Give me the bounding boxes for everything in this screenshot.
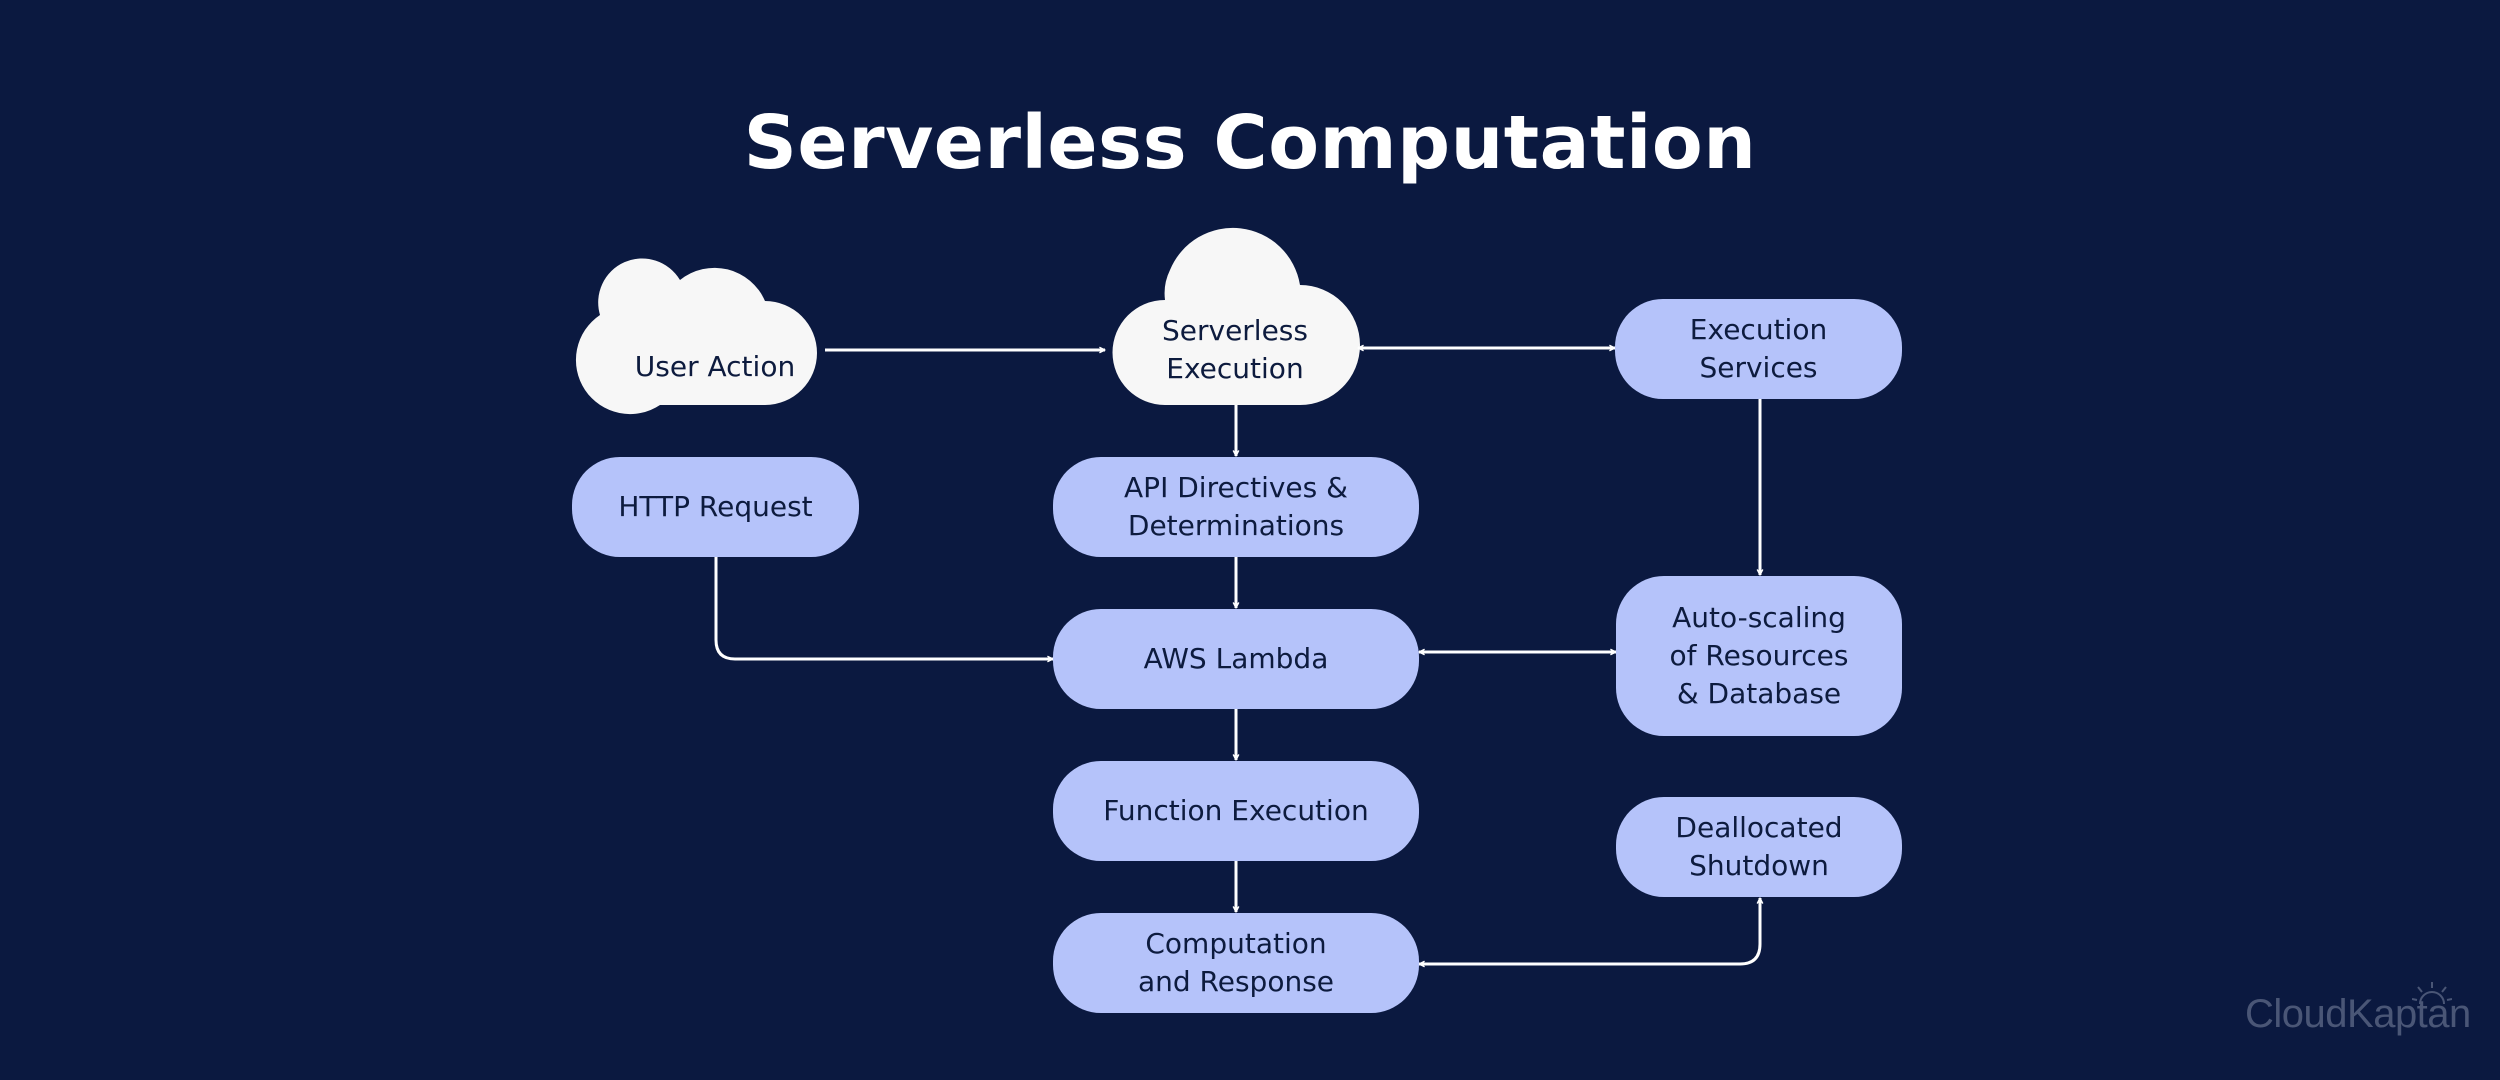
node-aws-lambda: AWS Lambda (1053, 609, 1419, 709)
node-function-execution: Function Execution (1053, 761, 1419, 861)
node-serverless-execution: Serverless Execution (1161, 314, 1308, 385)
node-computation-response: Computation and Response (1053, 913, 1419, 1013)
node-deallocated-shutdown: Deallocated Shutdown (1616, 797, 1902, 897)
connector-http-to-lambda (714, 557, 1053, 659)
node-auto-scaling: Auto-scaling of Resources & Database (1616, 576, 1902, 736)
node-api-directives: API Directives & Determinations (1053, 457, 1419, 557)
cloudkaptan-sun-icon (2412, 982, 2452, 1005)
user-action-cloud-shape (575, 258, 817, 415)
diagram-title: Serverless Computation (743, 100, 1757, 186)
node-execution-services: Execution Services (1615, 299, 1902, 399)
node-http-request: HTTP Request (572, 457, 859, 557)
serverless-execution-cloud-shape (1112, 227, 1360, 405)
node-user-action: User Action (634, 350, 796, 383)
cloudkaptan-watermark: CloudKaptan (2245, 992, 2471, 1036)
connector-computation-shutdown (1419, 898, 1760, 964)
